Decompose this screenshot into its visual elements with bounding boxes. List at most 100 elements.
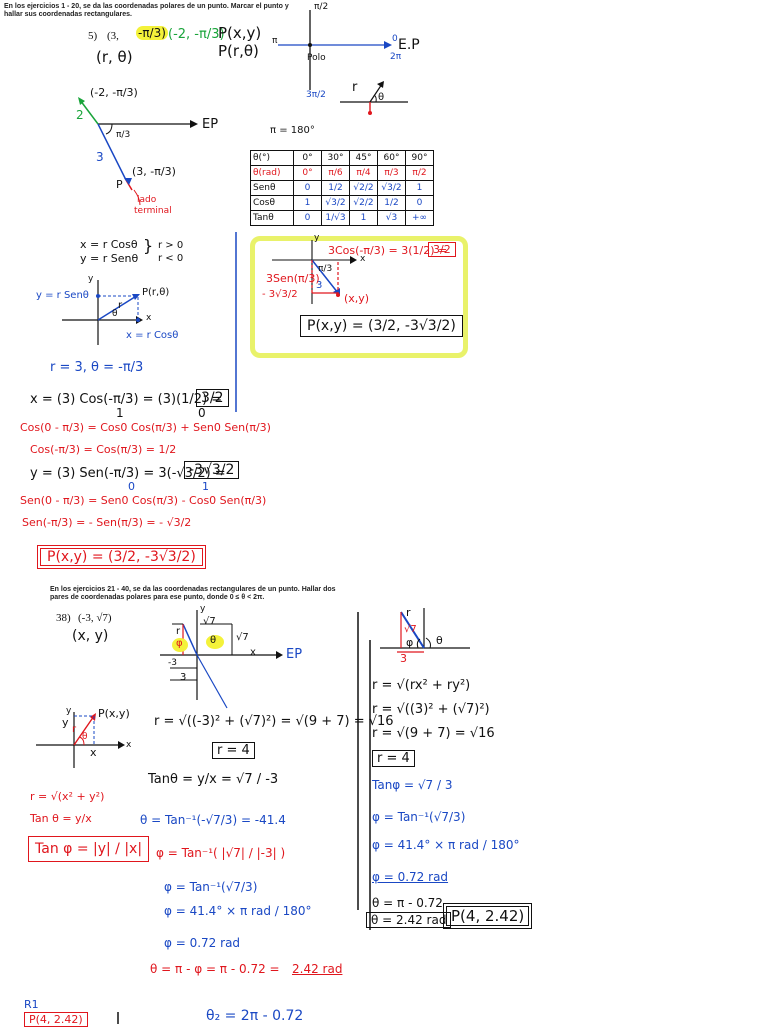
problem-point-38: (-3, √7) bbox=[78, 612, 112, 624]
mid-r4: r = 4 bbox=[212, 742, 255, 759]
dg-y: y bbox=[200, 604, 206, 614]
table-tan-cell: 0 bbox=[293, 210, 322, 226]
dg-sqrt7-side: √7 bbox=[236, 632, 249, 643]
yellow-y-axis: y bbox=[314, 233, 320, 243]
diag-r: r bbox=[118, 300, 123, 311]
angle-table: θ(°) 0° 30° 45° 60° 90° θ(rad) 0° π/6 π/… bbox=[250, 150, 434, 226]
dg-phi: φ bbox=[176, 638, 183, 649]
plot-label-two: 2 bbox=[76, 108, 84, 122]
calc-cos-one: 1 bbox=[116, 406, 124, 420]
mid-phi3: φ = 41.4° × π rad / 180° bbox=[164, 904, 312, 918]
mid-r: r = √((-3)² + (√7)²) = √(9 + 7) = √16 bbox=[154, 714, 394, 729]
rt-r4: r = 4 bbox=[372, 750, 415, 767]
hw-p-r-theta: P(r,θ) bbox=[218, 42, 259, 60]
yellow-angle: π/3 bbox=[318, 264, 333, 274]
table-header-cell: 90° bbox=[405, 150, 434, 166]
rt-theta: θ bbox=[436, 634, 443, 647]
hw-point-green: (-2, -π/3) bbox=[168, 27, 225, 42]
rt-r: r bbox=[406, 606, 411, 619]
dg-r: r bbox=[176, 626, 181, 637]
hw-pxy: P(x,y) bbox=[218, 24, 262, 42]
rt-final-point: P(4, 2.42) bbox=[442, 903, 533, 929]
dg-ep: EP bbox=[286, 647, 303, 662]
sm-theta: θ bbox=[82, 732, 88, 742]
calc-y-answer: -3√3/2 bbox=[184, 461, 240, 479]
table-sen-cell: 1 bbox=[405, 180, 434, 196]
rt-phi: φ bbox=[406, 636, 414, 649]
plot-point-bottom: (3, -π/3) bbox=[132, 165, 176, 178]
rt-tan: Tanφ = √7 / 3 bbox=[372, 778, 453, 792]
diag-x-value: x = r Cosθ bbox=[126, 330, 179, 341]
dg-3: 3 bbox=[180, 672, 187, 683]
final-answer-1: P(x,y) = (3/2, -3√3/2) bbox=[37, 545, 206, 569]
calc-cos-identity: Cos(0 - π/3) = Cos0 Cos(π/3) + Sen0 Sen(… bbox=[20, 421, 271, 434]
rt-theta2: θ = 2.42 rad bbox=[366, 912, 452, 928]
sm-point: P(x,y) bbox=[98, 707, 130, 720]
axis-label-bottom: 3π/2 bbox=[306, 90, 326, 100]
table-tan-cell: √3 bbox=[377, 210, 406, 226]
calc-x-answer: 3/2 bbox=[196, 389, 229, 407]
rt-r2: r = √((3)² + (√7)²) bbox=[372, 702, 490, 717]
yellow-x-axis: x bbox=[360, 254, 366, 264]
calc-x: x = (3) Cos(-π/3) = (3)(1/2) = bbox=[30, 392, 223, 407]
bottom-point: P(4, 2.42) bbox=[24, 1012, 88, 1027]
hw-r-theta: (r, θ) bbox=[96, 48, 133, 66]
rt-phi3: φ = 0.72 rad bbox=[372, 870, 449, 884]
calc-sen-result: Sen(-π/3) = - Sen(π/3) = - √3/2 bbox=[22, 516, 192, 529]
diag-y-value: y = r Senθ bbox=[36, 290, 89, 301]
dg-sqrt7-top: √7 bbox=[203, 616, 216, 627]
mid-theta-final: θ = π - φ = π - 0.72 = bbox=[150, 962, 280, 976]
sm-r: r bbox=[72, 724, 77, 735]
small-r: r bbox=[352, 80, 358, 95]
mid-phi2: φ = Tan⁻¹(√7/3) bbox=[164, 880, 258, 894]
rt-r1: r = √(rx² + ry²) bbox=[372, 678, 471, 693]
instructions-1: En los ejercicios 1 - 20, se da las coor… bbox=[4, 3, 289, 18]
r-formula: r = √(x² + y²) bbox=[30, 790, 105, 803]
hw-xy: (x, y) bbox=[72, 628, 109, 644]
pi-equals-180: π = 180° bbox=[270, 125, 315, 136]
problem-angle-highlight: -π/3) bbox=[136, 26, 168, 40]
zero-label: 0 bbox=[392, 34, 398, 44]
sm-y-axis: y bbox=[66, 706, 72, 716]
dg-x: x bbox=[250, 647, 256, 658]
two-pi-label: 2π bbox=[390, 52, 402, 62]
problem-point-5: (3, bbox=[107, 30, 119, 42]
calc-cos-zero: 0 bbox=[198, 406, 206, 420]
axis-label-top: π/2 bbox=[314, 2, 329, 12]
mid-theta: θ = Tan⁻¹(-√7/3) = -41.4 bbox=[140, 813, 286, 827]
rt-sqrt7: √7 bbox=[404, 624, 417, 635]
calc-y: y = (3) Sen(-π/3) = 3(-√3/2) = bbox=[30, 466, 226, 481]
yellow-3cos-answer: 3/2 bbox=[428, 242, 456, 257]
dg-neg3: -3 bbox=[168, 658, 177, 668]
calc-cos-result: Cos(-π/3) = Cos(π/3) = 1/2 bbox=[30, 443, 177, 456]
given-values: r = 3, θ = -π/3 bbox=[50, 360, 144, 375]
diag-y-axis: y bbox=[88, 274, 94, 284]
problem-number-5: 5) bbox=[88, 30, 98, 42]
yellow-3sen: 3Sen(π/3) bbox=[266, 272, 320, 285]
plot-p: P bbox=[116, 178, 123, 191]
yellow-xy: (x,y) bbox=[344, 292, 370, 305]
sm-x-label: x bbox=[90, 746, 97, 759]
instructions-2: En los ejercicios 21 - 40, se da las coo… bbox=[50, 586, 336, 601]
rt-phi2: φ = 41.4° × π rad / 180° bbox=[372, 838, 520, 852]
diag-x-axis: x bbox=[146, 313, 152, 323]
table-tan-cell: +∞ bbox=[405, 210, 434, 226]
plot-ep: EP bbox=[202, 117, 219, 132]
rt-phi1: φ = Tan⁻¹(√7/3) bbox=[372, 810, 466, 824]
rt-theta1: θ = π - 0.72 bbox=[372, 896, 443, 910]
calc-sen-one: 1 bbox=[202, 480, 209, 493]
yellow-answer-box: P(x,y) = (3/2, -3√3/2) bbox=[300, 315, 463, 337]
axis-label-ep: E.P bbox=[398, 37, 420, 53]
bottom-theta2: θ₂ = 2π - 0.72 bbox=[206, 1008, 304, 1024]
dg-theta: θ bbox=[210, 635, 217, 646]
conv-r-positive: r > 0 bbox=[158, 240, 184, 251]
calc-sen-zero: 0 bbox=[128, 480, 135, 493]
